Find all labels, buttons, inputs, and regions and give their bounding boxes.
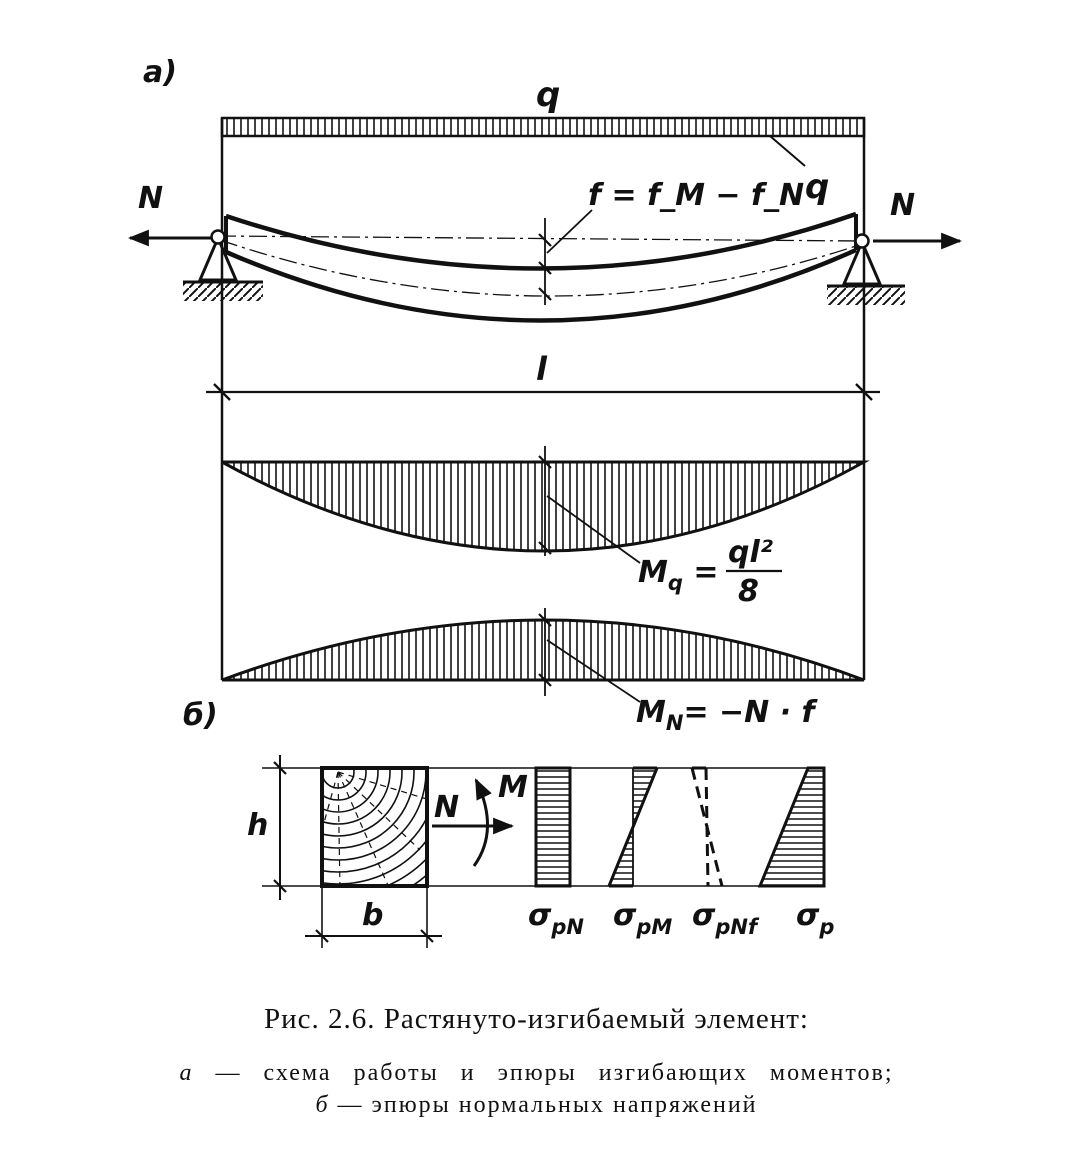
stress-label-pN-subscript: pN [550, 915, 584, 939]
span-label: l [536, 350, 548, 388]
chord-line [217, 235, 863, 242]
caption-line-a-letter: а [179, 1060, 194, 1086]
width-tick-right [420, 929, 434, 943]
stress-label-pN: σpN [528, 898, 584, 939]
right-support-triangle [841, 238, 883, 286]
deflection-formula: f = f_M − f_N [588, 178, 804, 213]
stress-label-pM: σpM [613, 898, 672, 939]
moment-q-subscript: q [668, 571, 683, 595]
moment-n-subscript: N [666, 711, 684, 735]
section-moment-label: M [498, 770, 528, 805]
stress-label-p: σp [796, 898, 834, 939]
moment-n-diagram [221, 618, 865, 682]
height-tick-top [273, 761, 287, 775]
distributed-load-band [220, 116, 866, 138]
part-b-label: б) [183, 698, 218, 733]
left-hinge [210, 229, 226, 245]
section-outline [320, 766, 429, 888]
section-moment-arrow [472, 778, 492, 867]
moment-q-tick-top [538, 455, 552, 469]
deflection-leader-line [546, 209, 593, 254]
load-leader-line [769, 135, 806, 167]
deflection-tick-mid [538, 261, 552, 275]
moment-n-symbol: M [636, 695, 666, 730]
caption-line-a: а — схема работы и эпюры изгибающих моме… [0, 1060, 1073, 1087]
caption-line-b-text: — эпюры нормальных напряжений [329, 1092, 758, 1118]
stress-diagram-p [757, 766, 826, 888]
caption-line-b-letter: б [315, 1092, 330, 1118]
stress-label-pNf-symbol: σ [692, 898, 716, 933]
right-support-ground [827, 287, 905, 305]
moment-q-symbol: M [638, 555, 668, 590]
height-tick-bottom [273, 879, 287, 893]
neutral-axis-curve [219, 239, 863, 297]
moment-q-leader [546, 495, 641, 564]
caption-line-b: б — эпюры нормальных напряжений [0, 1092, 1073, 1119]
deflection-tick-bottom [538, 287, 552, 301]
stress-label-p-symbol: σ [796, 898, 820, 933]
width-tick-left [315, 929, 329, 943]
width-label: b [362, 898, 383, 933]
stress-label-p-subscript: p [818, 915, 834, 939]
moment-n-formula: MN= −N · f [636, 695, 819, 735]
stress-diagram-pN [534, 766, 572, 888]
axial-force-left-label: N [138, 181, 163, 216]
moment-n-tick-bottom [538, 673, 552, 687]
deflection-formula-text: f = f_M − f_N [588, 178, 804, 213]
deflection-tick-top [538, 233, 552, 247]
moment-n-expression: = −N · f [683, 695, 818, 730]
moment-q-formula: Mq = ql² 8 [638, 535, 782, 609]
stress-label-pNf: σpNf [692, 898, 760, 939]
left-support-ground [183, 283, 263, 301]
part-a-label: а) [143, 55, 177, 90]
span-tick-right [855, 383, 873, 401]
svg-text:Mq =: Mq = [638, 555, 719, 595]
right-hinge [854, 233, 870, 249]
moment-q-tick-bottom [538, 541, 552, 555]
left-support-triangle [197, 234, 239, 282]
stress-label-pM-subscript: pM [635, 915, 672, 939]
load-label-side: q [805, 167, 829, 207]
load-label-top: q [536, 75, 560, 115]
moment-q-equals: = [683, 555, 719, 590]
stress-label-pN-symbol: σ [528, 898, 552, 933]
stress-diagram-pNf [690, 766, 724, 887]
caption-line-a-text: — схема работы и эпюры изгибающих момент… [193, 1060, 894, 1086]
stress-label-pM-symbol: σ [613, 898, 637, 933]
moment-n-tick-top [538, 613, 552, 627]
beam-bottom-edge [225, 247, 857, 323]
stress-pM-line [607, 767, 659, 887]
axial-force-right-label: N [890, 188, 915, 223]
moment-q-diagram [221, 460, 870, 553]
moment-q-denominator: 8 [738, 574, 759, 609]
beam-top-edge [225, 211, 857, 271]
moment-n-leader [546, 639, 641, 703]
section-axial-label: N [434, 790, 459, 825]
span-tick-left [213, 383, 231, 401]
caption-title: Рис. 2.6. Растянуто-изгибаемый элемент: [264, 1003, 809, 1035]
moment-q-numerator: ql² [728, 535, 773, 570]
stress-label-pNf-subscript: pNf [714, 915, 760, 939]
height-label: h [247, 808, 268, 843]
